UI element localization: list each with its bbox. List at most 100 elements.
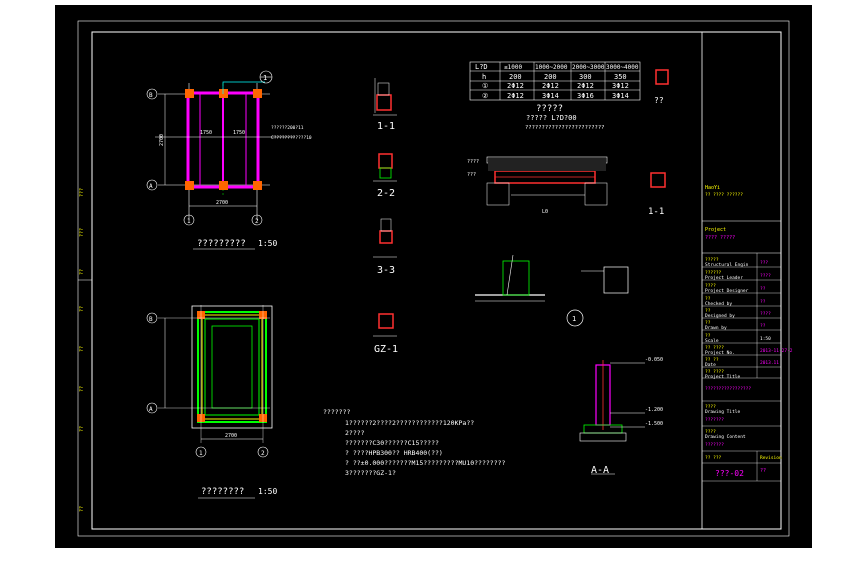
lintel-elevation <box>486 156 666 206</box>
tb-row9-label: ?? ???? <box>705 369 724 375</box>
lintel-table-frame <box>469 61 669 101</box>
tb-row0-val: ??? <box>760 260 768 266</box>
axis-b-plan1: B <box>149 92 153 99</box>
dim-1750-b: 1750 <box>233 130 245 136</box>
plan2-title: ???????? <box>201 487 244 497</box>
notes-line-1: 2???? <box>345 429 365 437</box>
tb-row4-val: ???? <box>760 311 771 317</box>
lm-5: ?? <box>79 386 85 392</box>
tb-row1-label: ?????? <box>705 270 722 276</box>
dim-2700-v-plan1: 2700 <box>159 134 165 146</box>
table-subcaption: ????? L?D?00 <box>526 114 577 122</box>
axis-circle-plan1: 1 <box>263 74 267 82</box>
section-gz-1: GZ-1 <box>374 344 398 355</box>
axis-1-plan1: 1 <box>187 218 191 225</box>
beam-label-2: ??? <box>467 172 476 178</box>
tb-status-val: ?? <box>760 468 766 474</box>
tb-row9-val: ????????????????? <box>705 386 751 392</box>
circle-label: 1 <box>572 315 576 323</box>
table-r2c3: 3Φ16 <box>577 92 594 100</box>
tb-row10-val: ??????? <box>705 417 724 423</box>
table-r0c1: 200 <box>509 73 522 81</box>
tb-row7-sub: Project No. <box>705 350 735 356</box>
section-a-a: A-A <box>591 465 609 476</box>
table-r0c2: 200 <box>544 73 557 81</box>
axis-a-plan2: A <box>149 406 153 413</box>
elev-3: -1.500 <box>645 421 663 427</box>
lm-2: ?? <box>79 269 85 275</box>
tb-row6-val: 1:50 <box>760 336 771 342</box>
tb-row2-sub: Project Designer <box>705 288 749 294</box>
tb-status-label: Revision <box>760 455 782 461</box>
tb-row9-sub: Project Title <box>705 374 741 380</box>
plan1-note-2: C????????????10 <box>271 135 312 141</box>
tb-row7-val: 2013-11-27-2 <box>760 348 793 354</box>
inner-border <box>91 31 782 530</box>
plan1-note-1: ??????200?11 <box>271 125 304 131</box>
section-2-2: 2-2 <box>377 188 395 199</box>
axis-2-plan1: 2 <box>255 218 259 225</box>
lm-0: ??? <box>79 188 85 197</box>
lm-3: ?? <box>79 306 85 312</box>
notes-line-5: 3???????GZ-1? <box>345 469 396 477</box>
table-h2: 1000~2000 <box>535 64 568 71</box>
tb-header2: ?? ???? ?????? <box>705 192 743 198</box>
elev-2: -1.200 <box>645 407 663 413</box>
tb-row4-label: ?? <box>705 308 711 314</box>
dim-2700-plan2: 2700 <box>225 433 237 439</box>
table-h4: 3000~4000 <box>606 64 639 71</box>
dim-1750-a: 1750 <box>200 130 212 136</box>
table-h3: 2000~3000 <box>572 64 605 71</box>
table-h1: ≤1000 <box>504 64 522 71</box>
beam-span: L0 <box>542 209 548 215</box>
axis-2-plan2: 2 <box>261 450 265 457</box>
notes-head: ??????? <box>323 408 350 416</box>
title-block <box>702 220 781 482</box>
axis-b-plan2: B <box>149 316 153 323</box>
plan1-title: ????????? <box>197 239 246 249</box>
notes-line-3: ? ????HPB300?? HRB400(??) <box>345 449 443 457</box>
beam-label-1: ???? <box>467 159 479 165</box>
tb-row8-val: 2013.11 <box>760 360 779 366</box>
axis-1-plan2: 1 <box>199 450 203 457</box>
section-small: ?? <box>654 96 664 105</box>
tb-row5-label: ?? <box>705 320 711 326</box>
table-r2c4: 3Φ14 <box>612 92 629 100</box>
tb-row5-sub: Drawn by <box>705 325 727 331</box>
table-r2c2: 3Φ14 <box>542 92 559 100</box>
left-margin-labels: ??? ??? ?? ?? ?? ?? ?? ?? <box>79 188 85 512</box>
plan2-foundation-plan <box>146 305 273 499</box>
tb-row0-label: ????? <box>705 257 719 263</box>
tb-drawing-no-label: ?? ??? <box>705 455 722 461</box>
table-note: ???????????????????????? <box>525 125 604 131</box>
cad-drawing: ????????? 1:50 B A 1 2 1 2700 2700 1750 … <box>77 20 793 537</box>
section-a-a <box>579 360 645 475</box>
tb-row3-val: ?? <box>760 299 766 305</box>
section-3-3: 3-3 <box>377 265 395 276</box>
plan2-scale: 1:50 <box>258 487 277 496</box>
tb-drawing-no: ???-02 <box>715 469 744 478</box>
tb-client: ???? ????? <box>705 235 735 241</box>
tb-row8-label: ?? ?? <box>705 357 719 363</box>
table-r1c0: ① <box>482 82 488 90</box>
tb-row3-label: ?? <box>705 296 711 302</box>
table-h0: L?D <box>475 63 488 71</box>
tb-row11-sub: Drawing Content <box>705 434 746 440</box>
outer-border <box>77 20 790 537</box>
tb-row4-sub: Designed by <box>705 313 735 319</box>
section-details <box>373 78 397 337</box>
notes-line-2: ???????C30??????C15????? <box>345 439 439 447</box>
tb-rows: ????? Structural Engin ??? ?????? Projec… <box>705 257 793 448</box>
table-r1c2: 2Φ12 <box>542 82 559 90</box>
lintel-table: L?D ≤1000 1000~2000 2000~3000 3000~4000 … <box>475 63 639 100</box>
table-r1c1: 2Φ12 <box>507 82 524 90</box>
lm-7: ?? <box>79 506 85 512</box>
tb-row10-sub: Drawing Title <box>705 409 741 415</box>
axis-a-plan1: A <box>149 183 153 190</box>
connection-detail <box>475 254 629 327</box>
table-r2c1: 2Φ12 <box>507 92 524 100</box>
lm-6: ?? <box>79 426 85 432</box>
table-r0c3: 300 <box>579 73 592 81</box>
tb-row3-sub: Checked by <box>705 301 732 307</box>
cad-drawing-sheet: ????????? 1:50 B A 1 2 1 2700 2700 1750 … <box>55 5 812 548</box>
